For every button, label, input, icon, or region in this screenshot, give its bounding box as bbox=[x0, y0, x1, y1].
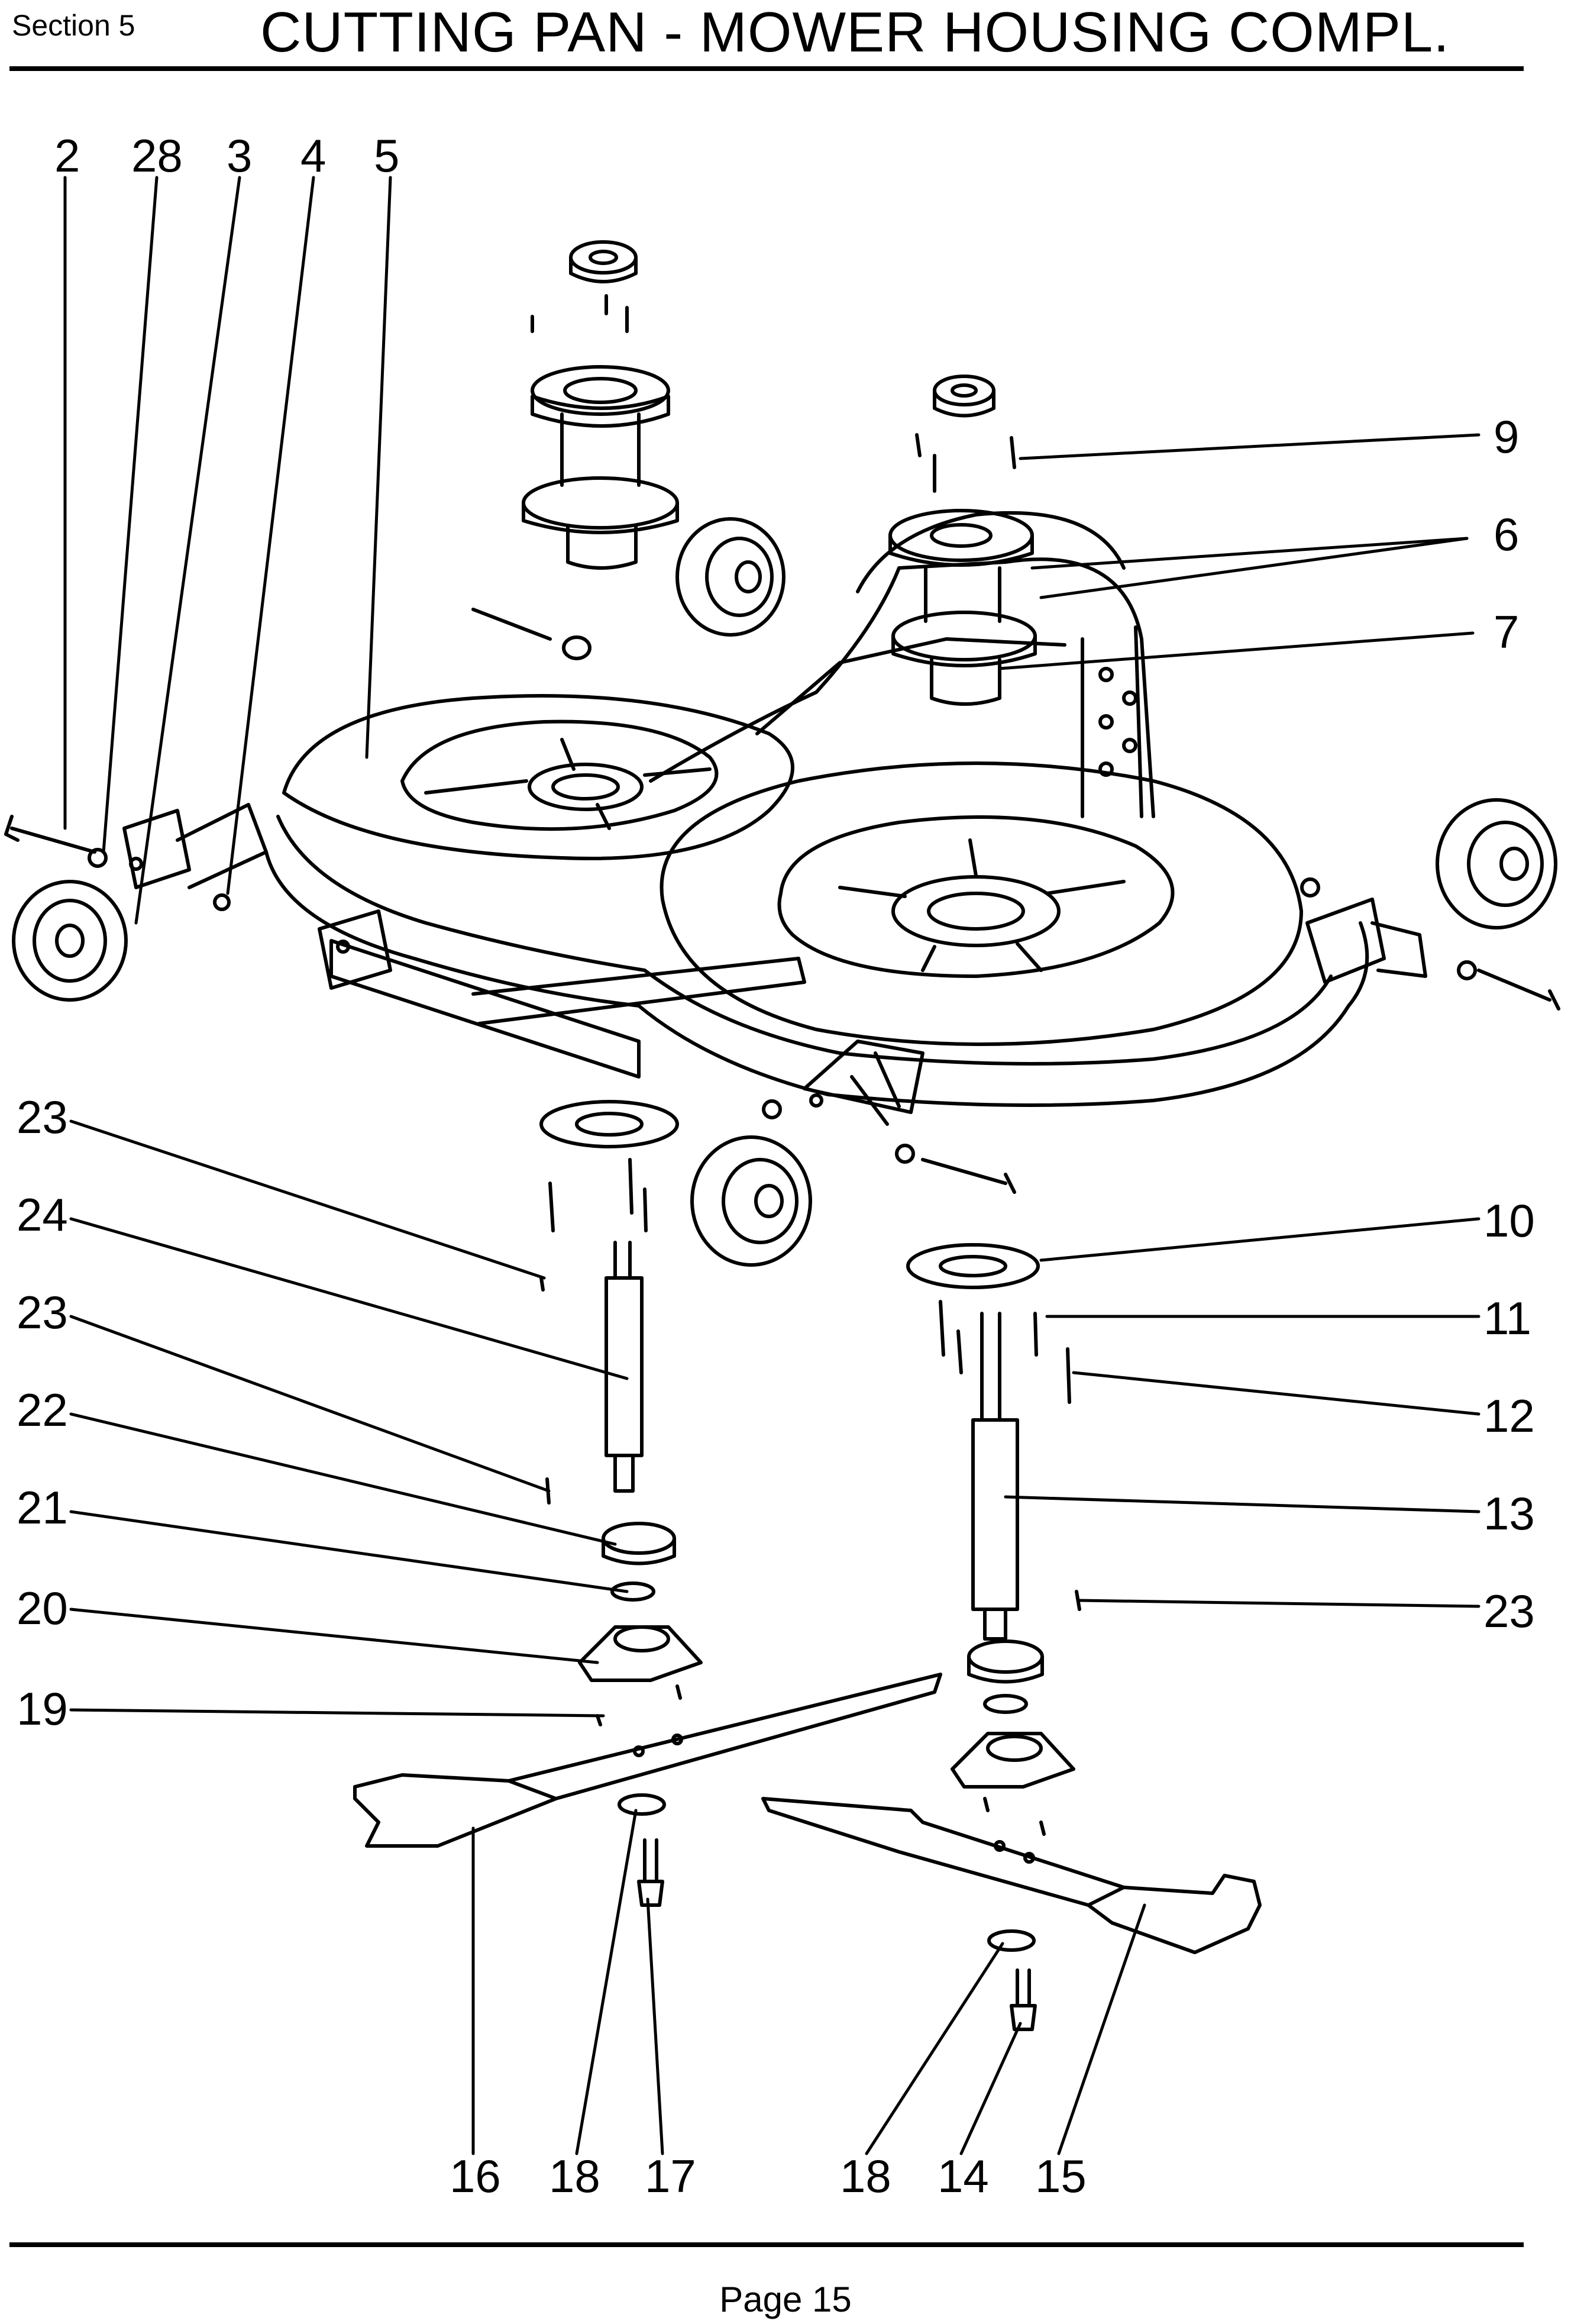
callout-5: 5 bbox=[374, 130, 399, 182]
callout-24: 24 bbox=[17, 1189, 68, 1241]
callout-21: 21 bbox=[17, 1481, 68, 1534]
callout-3: 3 bbox=[227, 130, 252, 182]
blade-right-icon bbox=[761, 1797, 1262, 1954]
page-number: Page 15 bbox=[719, 2280, 852, 2319]
section-label: Section 5 bbox=[12, 9, 135, 42]
callout-15: 15 bbox=[1035, 2150, 1087, 2202]
callout-16: 16 bbox=[450, 2150, 501, 2202]
wheel-icon bbox=[675, 517, 786, 637]
callout-23-lower: 23 bbox=[17, 1286, 68, 1338]
footer-rule bbox=[9, 2242, 1524, 2247]
callout-17: 17 bbox=[645, 2150, 696, 2202]
callout-18-left: 18 bbox=[549, 2150, 600, 2202]
callout-10: 10 bbox=[1483, 1195, 1535, 1247]
callout-22: 22 bbox=[17, 1384, 68, 1436]
callout-9: 9 bbox=[1494, 411, 1519, 463]
header-rule bbox=[9, 66, 1524, 71]
callout-13: 13 bbox=[1483, 1487, 1535, 1539]
callout-12: 12 bbox=[1483, 1390, 1535, 1442]
callout-18-right: 18 bbox=[840, 2150, 891, 2202]
wheel-icon bbox=[1436, 798, 1557, 929]
callout-6: 6 bbox=[1494, 508, 1519, 560]
callout-28: 28 bbox=[131, 130, 183, 182]
spindle-housing-left-icon bbox=[522, 240, 679, 570]
callout-23-right: 23 bbox=[1483, 1585, 1535, 1637]
mower-deck-housing bbox=[122, 511, 1427, 1126]
blade-washer-bolt-icon bbox=[618, 1793, 1037, 2031]
leader-lines bbox=[63, 176, 1481, 2155]
axle-bolt-icon bbox=[4, 608, 1560, 1194]
wheel-icon bbox=[690, 1135, 812, 1267]
callout-numbers: 2 28 3 4 5 9 6 7 10 11 12 13 23 23 24 23… bbox=[17, 130, 1535, 2202]
callout-11: 11 bbox=[1483, 1292, 1531, 1344]
callout-2: 2 bbox=[54, 130, 80, 182]
callout-23-upper: 23 bbox=[17, 1091, 68, 1143]
lower-right-spindle-icon bbox=[906, 1243, 1081, 1836]
blade-left-icon bbox=[353, 1673, 942, 1848]
callout-20: 20 bbox=[17, 1582, 68, 1634]
wheel-icon bbox=[12, 880, 128, 1002]
page-title: CUTTING PAN - MOWER HOUSING COMPL. bbox=[260, 1, 1450, 64]
lower-left-spindle-icon bbox=[539, 1100, 703, 1726]
callout-7: 7 bbox=[1494, 606, 1519, 658]
spindle-housing-right-icon bbox=[888, 375, 1037, 706]
callout-19: 19 bbox=[17, 1683, 68, 1735]
callout-14: 14 bbox=[938, 2150, 989, 2202]
callout-4: 4 bbox=[300, 130, 326, 182]
